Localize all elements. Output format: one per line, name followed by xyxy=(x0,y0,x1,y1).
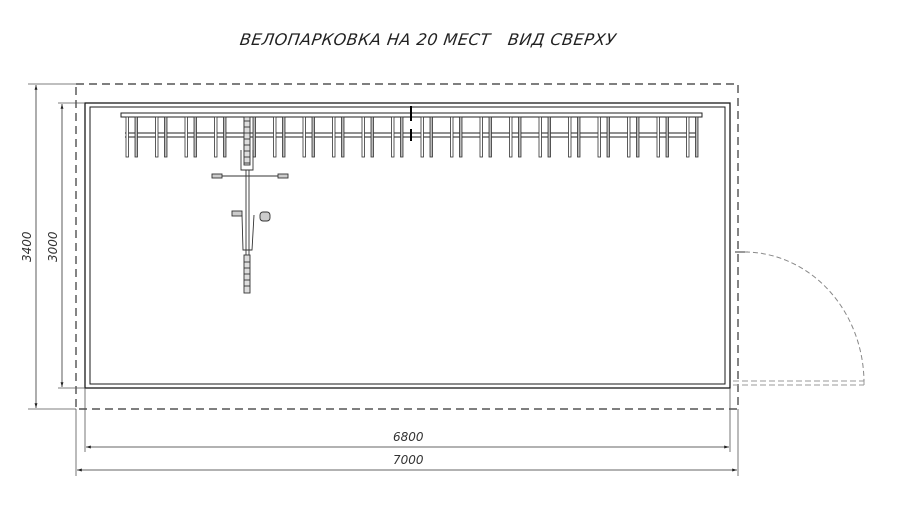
rack-stanchion xyxy=(400,116,404,158)
rack-stanchion xyxy=(332,116,336,158)
rack-stanchion xyxy=(164,116,168,158)
rack-stanchion xyxy=(155,116,159,158)
rack-stanchion xyxy=(479,116,483,158)
dim-6800: 6800 xyxy=(84,388,731,452)
rack-stanchion xyxy=(311,116,315,158)
rack-stanchion xyxy=(627,116,631,158)
rack-stanchion xyxy=(361,116,365,158)
inner-walls xyxy=(84,102,731,389)
bicycle-icon xyxy=(211,116,289,294)
rack-stanchion xyxy=(656,116,660,158)
rack-stanchion xyxy=(391,116,395,158)
rack-stanchion xyxy=(193,116,197,158)
rack-stanchion xyxy=(459,116,463,158)
rack-stanchion xyxy=(488,116,492,158)
rack-stanchion xyxy=(214,116,218,158)
dim-3400: 3400 xyxy=(20,83,76,410)
rack-stanchion xyxy=(252,116,256,158)
dim-7000-label: 7000 xyxy=(393,453,424,467)
rack-stanchion xyxy=(636,116,640,158)
dim-3400-label: 3400 xyxy=(20,231,34,262)
rack-stanchion xyxy=(134,116,138,158)
rack-stanchion xyxy=(538,116,542,158)
rack-stanchion xyxy=(429,116,433,158)
rack-stanchion xyxy=(302,116,306,158)
rack-stanchion xyxy=(282,116,286,158)
rack-stanchion xyxy=(547,116,551,158)
rack-stanchion xyxy=(184,116,188,158)
rack-stanchion xyxy=(518,116,522,158)
rack-stanchion xyxy=(577,116,581,158)
dim-6800-label: 6800 xyxy=(393,430,424,444)
rack-stanchion xyxy=(568,116,572,158)
rack-stanchion xyxy=(597,116,601,158)
rack-stanchion xyxy=(273,116,277,158)
bike-rack xyxy=(120,106,703,158)
dim-3000-label: 3000 xyxy=(46,231,60,262)
outer-boundary-dashed xyxy=(75,83,739,410)
door-swing xyxy=(733,251,865,386)
rack-stanchion xyxy=(686,116,690,158)
dim-7000: 7000 xyxy=(75,409,739,476)
rack-stanchion xyxy=(125,116,129,158)
dim-3000: 3000 xyxy=(46,102,85,389)
rack-stanchion xyxy=(420,116,424,158)
rack-stanchion xyxy=(450,116,454,158)
rack-stanchion xyxy=(665,116,669,158)
rack-stanchion xyxy=(341,116,345,158)
rack-stanchion xyxy=(695,116,699,158)
rack-stanchion xyxy=(370,116,374,158)
rack-stanchion xyxy=(606,116,610,158)
rack-stanchion xyxy=(223,116,227,158)
rack-stanchion xyxy=(509,116,513,158)
